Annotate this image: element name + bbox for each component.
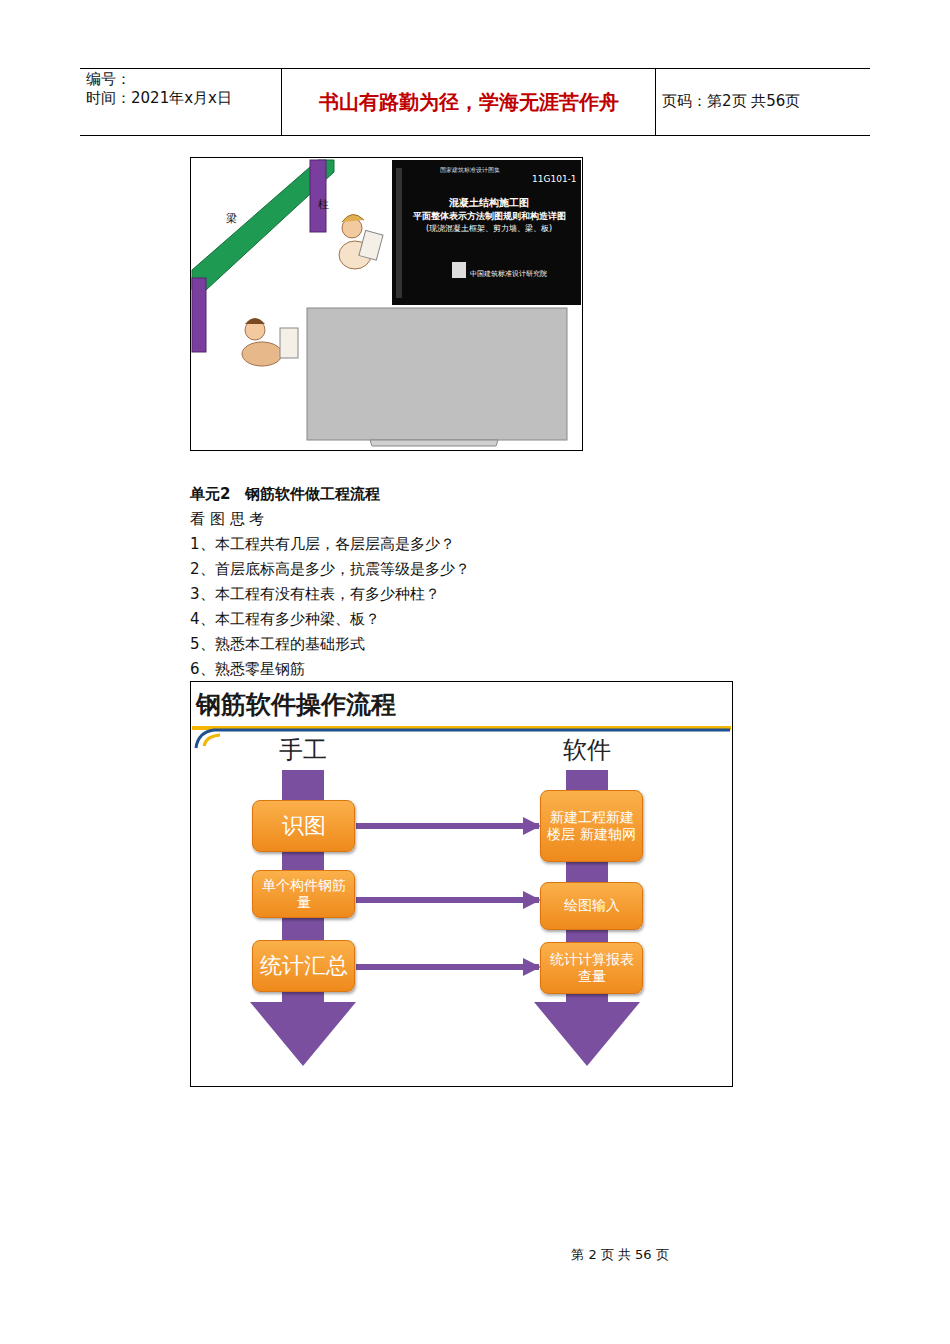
book-note: (现浇混凝土框架、剪力墙、梁、板) <box>404 224 574 234</box>
process-box: 绘图输入 <box>540 882 643 930</box>
flowchart-title: 钢筋软件操作流程 <box>196 690 396 720</box>
screen-stand <box>370 440 498 446</box>
node-text: 新建工程新建楼层 新建轴网 <box>547 809 636 844</box>
illustration-frame <box>191 158 583 451</box>
book-title: 混凝土结构施工图 <box>404 197 574 209</box>
node-text: 统计计算报表查量 <box>547 951 636 986</box>
question-item: 6、熟悉零星钢筋 <box>190 660 305 678</box>
process-box: 统计汇总 <box>252 940 355 992</box>
process-box: 新建工程新建楼层 新建轴网 <box>540 790 643 862</box>
node-text: 书山有路勤为径，学海无涯苦作舟 <box>282 90 655 115</box>
book-publisher: 中国建筑标准设计研究院 <box>470 270 547 278</box>
worker-figure <box>242 318 298 366</box>
beam-label: 梁 <box>226 212 237 225</box>
header-motto: 书山有路勤为径，学海无涯苦作舟 <box>282 90 655 115</box>
book-subtitle: 平面整体表示方法制图规则和构造详图 <box>404 211 574 222</box>
node-text: 单个构件钢筋量 <box>259 877 348 912</box>
flow-connector <box>356 823 539 829</box>
process-box: 统计计算报表查量 <box>540 942 643 994</box>
header-rules <box>80 68 870 136</box>
header-cell: 页码：第2页 共56页 <box>662 92 867 111</box>
section-heading: 单元2 钢筋软件做工程流程 <box>190 485 380 503</box>
page-footer: 第 2 页 共 56 页 <box>470 1247 770 1263</box>
flowchart-frame <box>191 682 733 1087</box>
question-item: 5、熟悉本工程的基础形式 <box>190 635 365 653</box>
screen <box>307 308 567 440</box>
header-cell: 编号：时间：2021年x月x日 <box>86 70 276 108</box>
body-text: 看 图 思 考 <box>190 510 264 528</box>
book-emblem <box>452 262 466 278</box>
worker-figure <box>339 214 383 269</box>
book-cover <box>392 160 581 305</box>
title-swoosh <box>196 730 730 748</box>
question-item: 4、本工程有多少种梁、板？ <box>190 610 380 628</box>
book-code: 11G101-1 <box>532 174 577 185</box>
column-label: 柱 <box>318 198 329 211</box>
column-heading: 软件 <box>537 736 637 765</box>
column-heading: 手工 <box>253 736 353 765</box>
question-item: 1、本工程共有几层，各层层高是多少？ <box>190 535 455 553</box>
node-text: 页码：第2页 共56页 <box>662 92 867 111</box>
node-text: 时间：2021年x月x日 <box>86 89 276 108</box>
book-series: 国家建筑标准设计图集 <box>440 166 500 173</box>
node-text: 统计汇总 <box>260 952 348 980</box>
node-text: 编号： <box>86 70 276 89</box>
node-text: 绘图输入 <box>564 897 620 915</box>
question-item: 2、首层底标高是多少，抗震等级是多少？ <box>190 560 470 578</box>
flow-connector <box>356 897 539 903</box>
column <box>192 278 206 352</box>
process-box: 单个构件钢筋量 <box>252 870 355 918</box>
flow-connector <box>356 964 539 970</box>
title-swoosh <box>204 735 220 746</box>
book-spine <box>396 168 402 298</box>
column <box>310 160 326 232</box>
question-item: 3、本工程有没有柱表，有多少种柱？ <box>190 585 440 603</box>
beam <box>192 160 334 290</box>
node-text: 识图 <box>282 812 326 840</box>
process-box: 识图 <box>252 800 355 852</box>
